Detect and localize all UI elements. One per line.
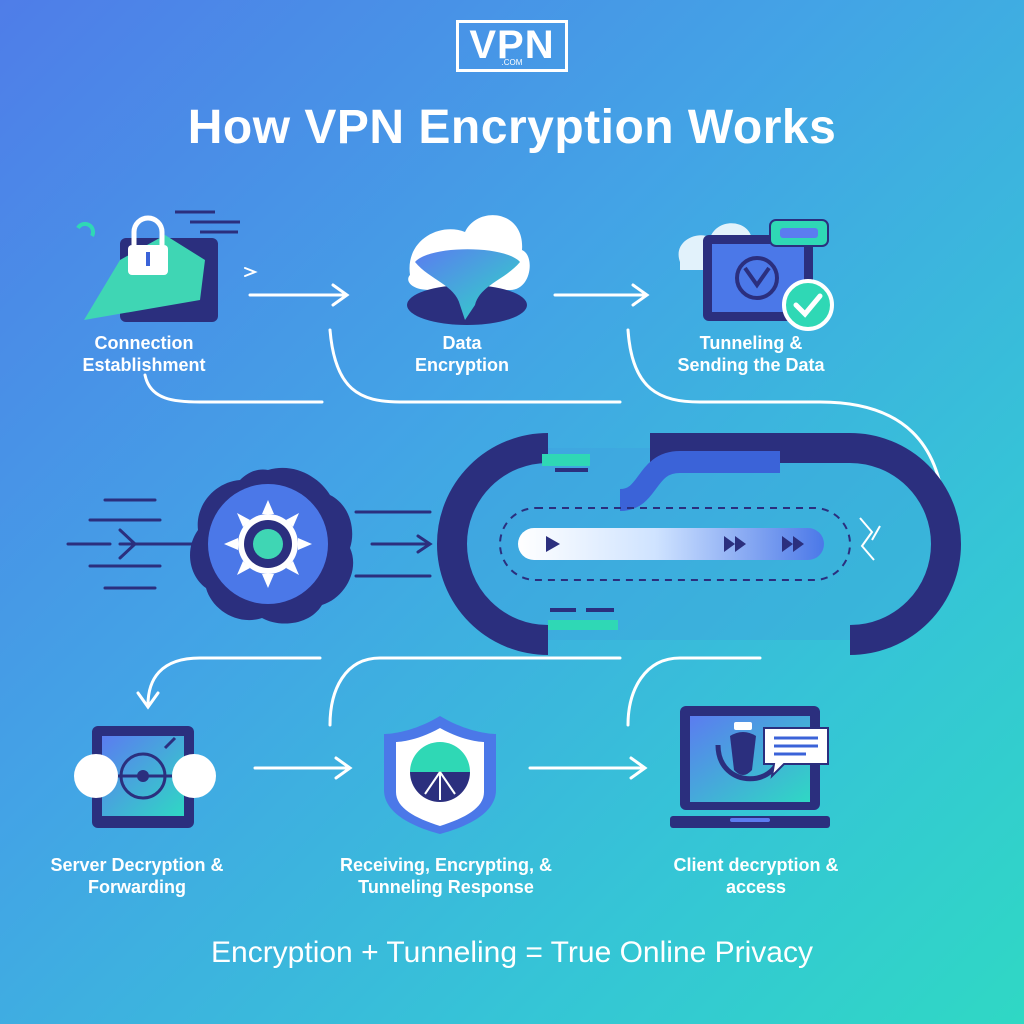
step-label-tunneling: Tunneling & Sending the Data	[677, 333, 825, 375]
gear-to-tunnel-lines	[354, 510, 433, 578]
step-label-encryption: Data Encryption	[414, 333, 509, 375]
gear-icon	[190, 467, 354, 624]
step-label-connection: Connection Establishment	[82, 333, 206, 375]
shield-icon	[384, 716, 496, 834]
speed-lines	[66, 498, 202, 590]
step-label-server-decryption: Server Decryption & Forwarding	[50, 855, 224, 897]
logo-tld: .COM	[501, 58, 523, 67]
server-tablet-icon	[74, 726, 216, 828]
lock-connection-icon	[76, 210, 240, 322]
step-label-client-decryption: Client decryption & access	[673, 855, 839, 897]
flow-connectors	[136, 267, 947, 780]
vpn-logo: VPN .COM	[456, 20, 568, 72]
laptop-chat-icon	[670, 706, 830, 828]
tunnel-monitor-icon	[678, 219, 834, 331]
step-label-response: Receiving, Encrypting, & Tunneling Respo…	[339, 855, 553, 897]
cloud-encryption-icon	[407, 215, 530, 325]
footer-tagline: Encryption + Tunneling = True Online Pri…	[211, 936, 813, 969]
logo-mark: VPN	[469, 23, 555, 67]
tunnel-track	[437, 433, 961, 655]
page-title: How VPN Encryption Works	[187, 101, 837, 154]
